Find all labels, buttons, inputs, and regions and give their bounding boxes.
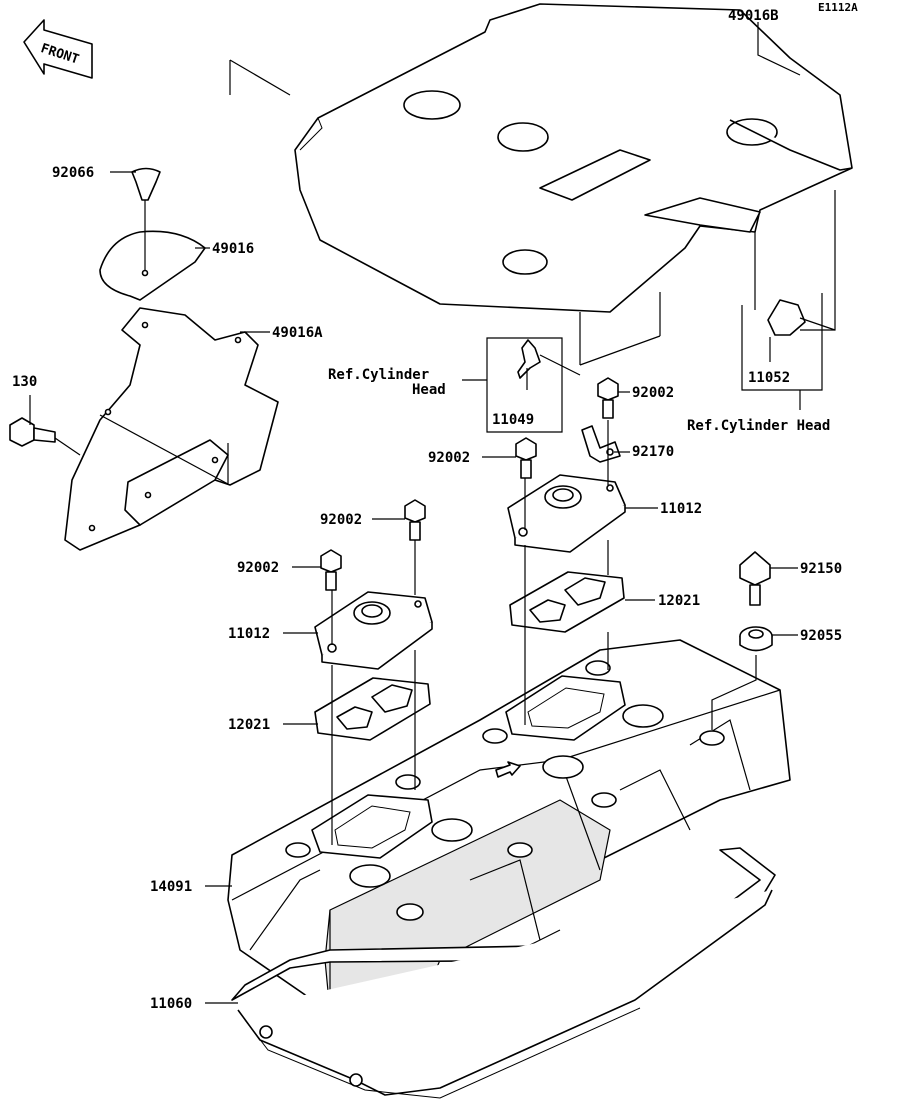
label-11012-lower: 11012 [228, 626, 270, 642]
breather-cover-11012-lower [314, 591, 433, 670]
top-cover-49016b [294, 3, 853, 366]
front-arrow-icon: FRONT [23, 19, 93, 79]
label-92066: 92066 [52, 165, 94, 181]
ref-box-11052 [741, 293, 823, 410]
label-130: 130 [12, 374, 37, 390]
breather-cover-11012-upper [507, 474, 626, 553]
label-92002-c: 92002 [320, 512, 362, 528]
bolt-92002-b [515, 437, 537, 479]
label-92150: 92150 [800, 561, 842, 577]
bolt-92002-d [320, 549, 342, 591]
plate-12021-upper [509, 571, 625, 633]
bolt-92002-c [404, 499, 426, 541]
clip-11052 [767, 299, 836, 336]
label-92002-d: 92002 [237, 560, 279, 576]
label-49016b: 49016B [728, 8, 779, 24]
small-cover-49016 [99, 200, 206, 301]
label-49016: 49016 [212, 241, 254, 257]
plate-12021-lower [314, 677, 431, 741]
figure-code: E1112A [818, 1, 858, 14]
label-11049: 11049 [492, 412, 534, 428]
bolt-92150 [739, 551, 771, 606]
label-92002-b: 92002 [428, 450, 470, 466]
label-12021-upper: 12021 [658, 593, 700, 609]
label-92170: 92170 [632, 444, 674, 460]
ref-cylinder-head-label-1-line2: Head [412, 382, 446, 398]
ref-cylinder-head-label-1-line1: Ref.Cylinder [328, 367, 429, 383]
label-14091: 14091 [150, 879, 192, 895]
bracket-92170 [581, 425, 621, 463]
pin-92066 [131, 167, 161, 201]
clip-11049 [517, 339, 581, 379]
bolt-92002-a [597, 377, 619, 419]
label-11012-upper: 11012 [660, 501, 702, 517]
label-11060: 11060 [150, 996, 192, 1012]
gasket-11060 [231, 847, 776, 1099]
label-92002-a: 92002 [632, 385, 674, 401]
bolt-130 [9, 417, 81, 456]
ref-box-11049 [462, 337, 563, 433]
label-49016a: 49016A [272, 325, 323, 341]
grommet-92055 [739, 626, 773, 652]
label-11052: 11052 [748, 370, 790, 386]
label-92055: 92055 [800, 628, 842, 644]
leader-lines [29, 22, 836, 1004]
ref-cylinder-head-label-2: Ref.Cylinder Head [687, 418, 830, 434]
side-cover-49016a [64, 307, 279, 551]
label-12021-lower: 12021 [228, 717, 270, 733]
